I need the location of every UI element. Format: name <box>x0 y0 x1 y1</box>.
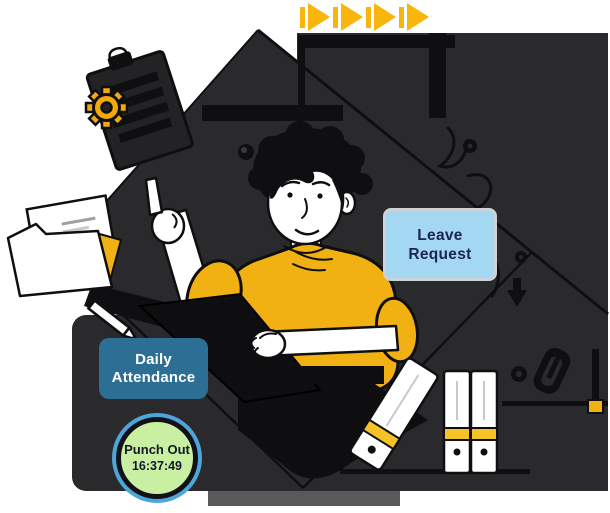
thumb-line <box>171 213 178 229</box>
daily-attendance-line2: Attendance <box>111 368 196 386</box>
hair-fringe <box>270 158 341 199</box>
paperclip-icon <box>533 347 571 394</box>
screwdriver-icon <box>587 349 604 414</box>
flag-arrows <box>300 3 429 31</box>
leave-request-badge: Leave Request <box>383 208 497 281</box>
arrow-icon <box>399 3 429 31</box>
punch-out-time: 16:37:49 <box>131 459 183 473</box>
leave-request-line2: Request <box>408 245 472 263</box>
arrow-icon <box>333 3 363 31</box>
binders-icon <box>349 357 499 475</box>
clipboard-icon <box>85 46 194 171</box>
arrow-icon <box>366 3 396 31</box>
punch-out-label: Punch Out <box>124 442 190 457</box>
floor-shadow <box>208 490 400 506</box>
desk-lines <box>340 401 608 474</box>
shirt-wrinkles <box>283 245 333 272</box>
button-doodle <box>511 366 527 382</box>
daily-attendance-line1: Daily <box>135 350 172 368</box>
daily-attendance-badge: Daily Attendance <box>99 338 208 399</box>
arrow-icon <box>300 3 330 31</box>
leave-request-line1: Leave <box>417 226 463 244</box>
face-features <box>280 180 350 236</box>
window-frame-doodles <box>202 33 455 121</box>
circle-doodles <box>238 139 527 263</box>
down-arrow-icon <box>507 278 527 307</box>
laptop-icon <box>137 292 384 404</box>
gear-icon <box>84 85 129 130</box>
folder-icon <box>6 194 123 298</box>
resting-arm <box>249 296 419 364</box>
head <box>248 121 373 246</box>
punch-out-badge: Punch Out 16:37:49 <box>116 417 198 499</box>
